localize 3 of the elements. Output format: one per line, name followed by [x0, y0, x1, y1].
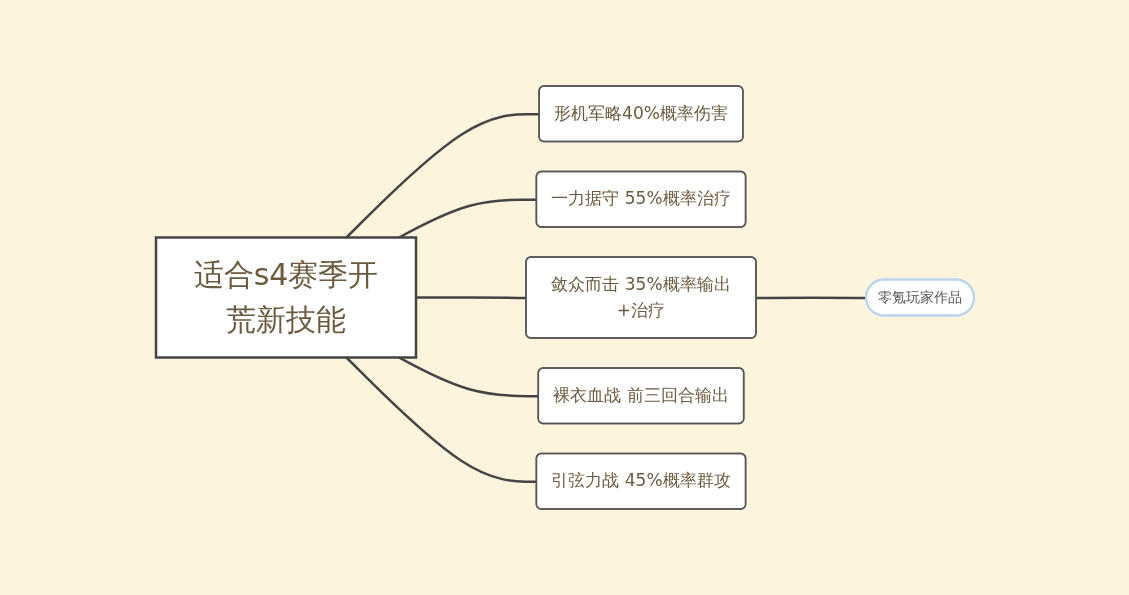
- node-box: 适合s4赛季开荒新技能: [154, 236, 417, 359]
- connector: [415, 296, 526, 300]
- connector: [756, 296, 866, 300]
